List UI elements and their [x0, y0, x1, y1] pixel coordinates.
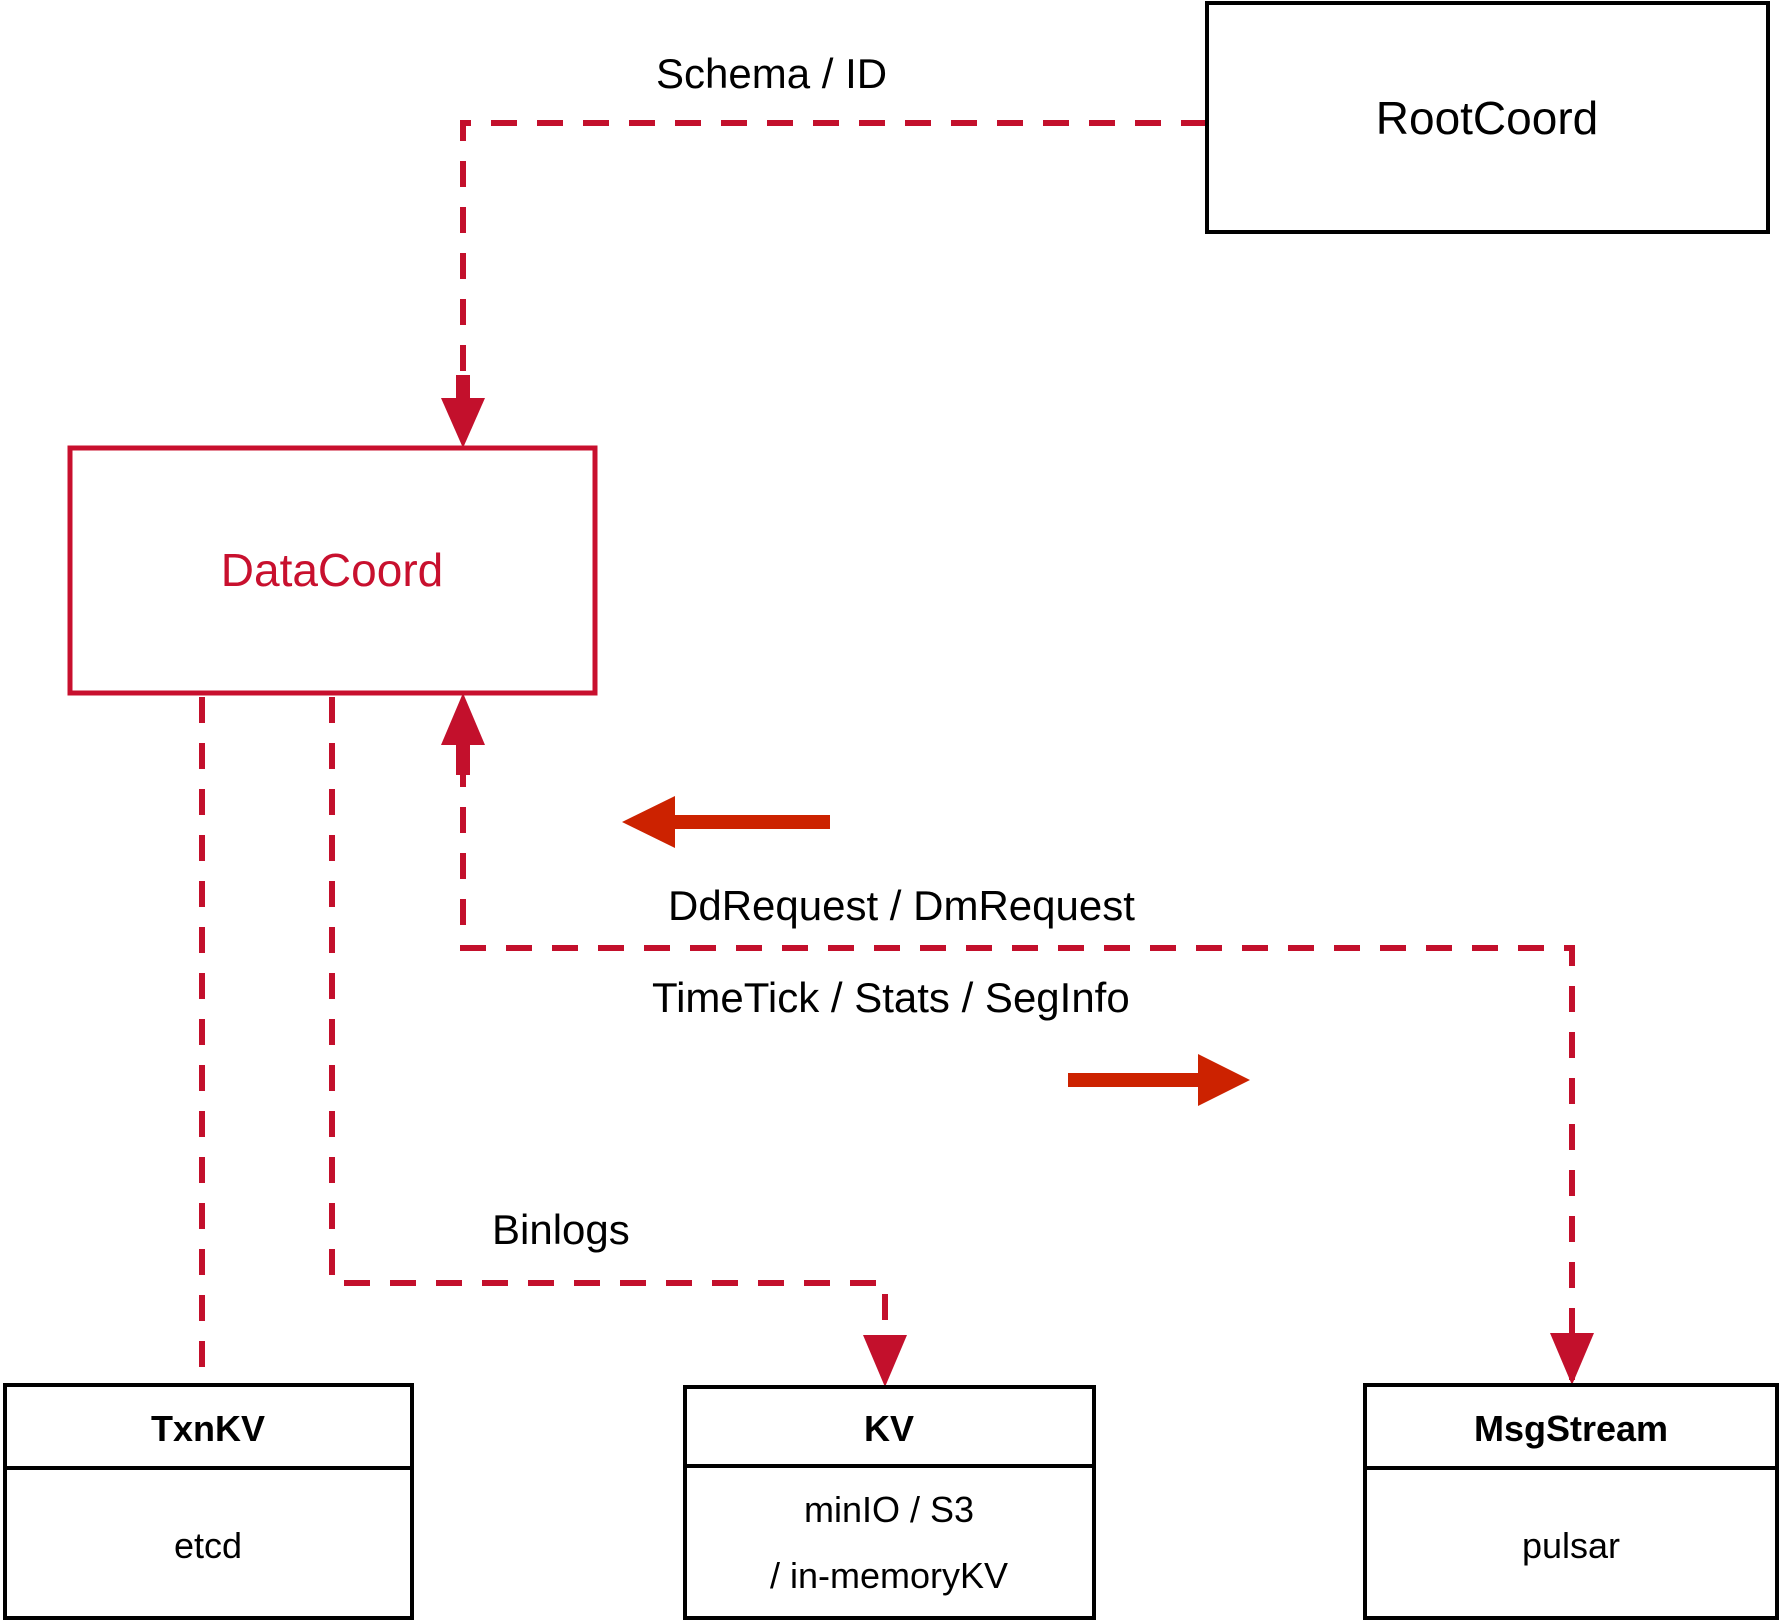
arrow-timetick-stats-seginfo: TimeTick / Stats / SegInfo: [652, 974, 1250, 1106]
edge-up-stem: [456, 735, 470, 775]
node-kv[interactable]: KV minIO / S3 / in-memoryKV: [683, 1385, 1096, 1620]
node-rootcoord-rect[interactable]: [1205, 1, 1770, 234]
node-msgstream[interactable]: MsgStream pulsar: [1363, 1383, 1779, 1620]
edge-schema-id: Schema / ID: [441, 50, 1207, 448]
node-txnkv-title: TxnKV: [151, 1408, 265, 1449]
edge-label-dd-dm-request: DdRequest / DmRequest: [668, 882, 1135, 929]
node-datacoord-label: DataCoord: [221, 544, 443, 596]
node-txnkv-rect[interactable]: [3, 1383, 414, 1620]
edge-label-schema-id: Schema / ID: [656, 50, 887, 97]
node-msgstream-title: MsgStream: [1474, 1408, 1668, 1449]
edge-schema-id-stem: [456, 375, 470, 410]
node-msgstream-rect[interactable]: [1363, 1383, 1779, 1620]
node-datacoord[interactable]: DataCoord: [67, 445, 598, 696]
edge-msgstream-to-datacoord-path: [460, 760, 1575, 1380]
edge-msgstream-arrowhead: [1550, 1333, 1594, 1385]
edge-binlogs-path: [329, 697, 888, 1330]
edge-binlogs-arrowhead: [863, 1335, 907, 1387]
arrow-dd-dm-request: DdRequest / DmRequest: [622, 796, 1135, 929]
node-msgstream-subtitle: pulsar: [1522, 1525, 1620, 1566]
edge-schema-id-arrowhead: [441, 398, 485, 448]
arrow-dd-dm-request-head: [622, 796, 675, 848]
edge-binlogs: Binlogs: [329, 697, 907, 1387]
edge-up-arrowhead: [441, 693, 485, 745]
node-rootcoord[interactable]: RootCoord: [1205, 1, 1770, 234]
arrow-timetick-head: [1198, 1054, 1250, 1106]
node-kv-subtitle-line1: minIO / S3: [804, 1489, 974, 1530]
edge-schema-id-path: [460, 120, 1207, 380]
node-datacoord-rect[interactable]: [67, 445, 598, 696]
node-kv-rect[interactable]: [683, 1385, 1096, 1620]
edge-label-timetick-stats-seginfo: TimeTick / Stats / SegInfo: [652, 974, 1130, 1021]
node-rootcoord-label: RootCoord: [1376, 92, 1598, 144]
node-kv-title: KV: [864, 1408, 914, 1449]
node-txnkv-subtitle: etcd: [174, 1525, 242, 1566]
node-txnkv[interactable]: TxnKV etcd: [3, 1383, 414, 1620]
edge-label-binlogs: Binlogs: [492, 1206, 630, 1253]
node-kv-subtitle-line2: / in-memoryKV: [770, 1555, 1008, 1596]
edge-msgstream-to-datacoord: [441, 693, 1594, 1385]
